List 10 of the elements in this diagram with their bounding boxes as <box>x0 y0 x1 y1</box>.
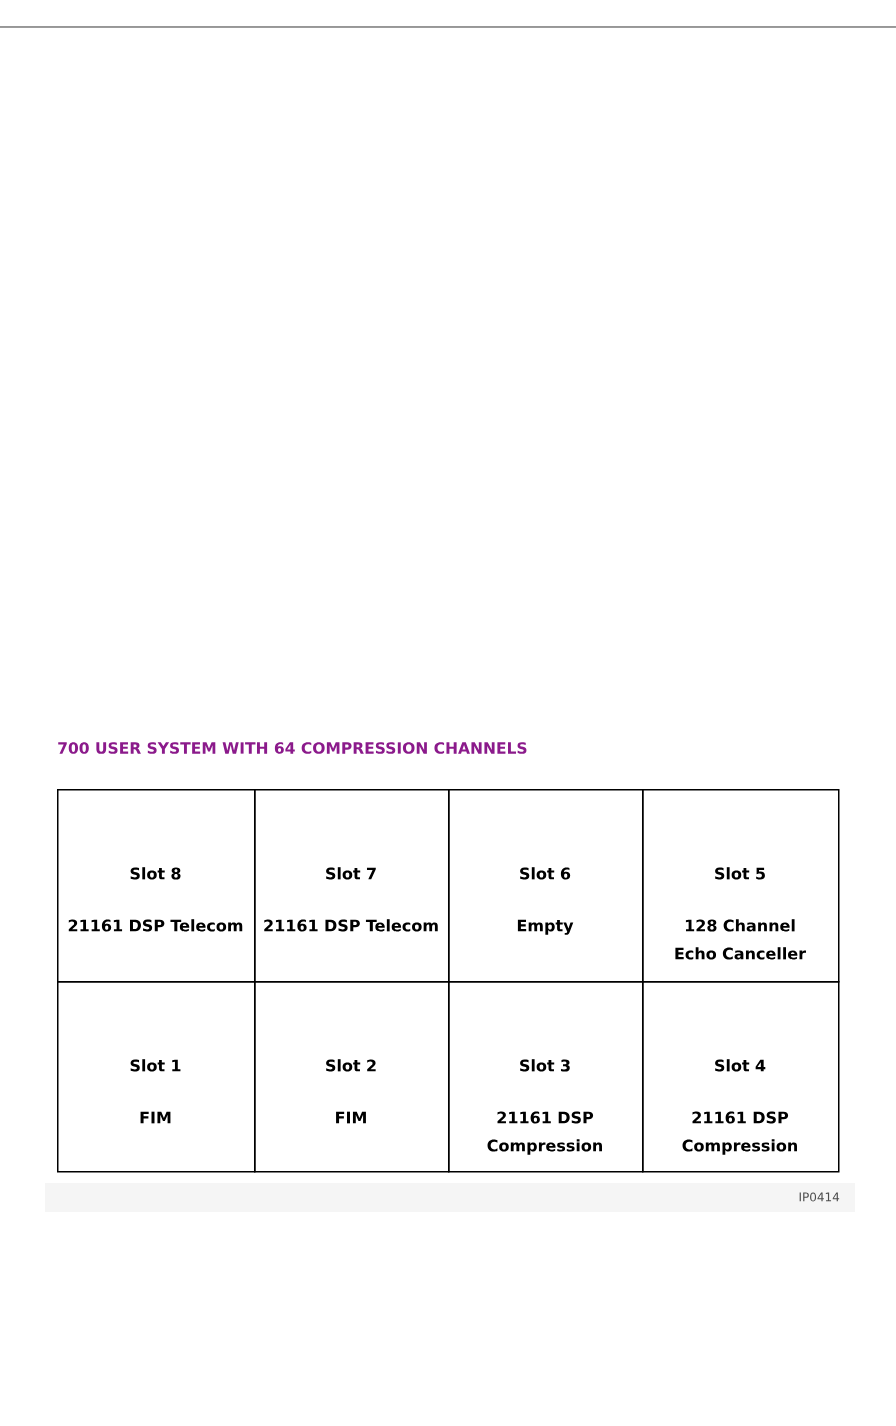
slot-cell: Slot 2 FIM <box>254 981 450 1173</box>
slot-cell: Slot 5 128 Channel Echo Canceller <box>642 789 840 983</box>
slot-cell: Slot 7 21161 DSP Telecom <box>254 789 450 983</box>
slot-cell: Slot 1 FIM <box>57 981 256 1173</box>
title: 700 USER SYSTEM WITH 64 COMPRESSION CHANNELS <box>58 742 527 754</box>
figure-id: IP0414 <box>799 1192 840 1202</box>
slot-cell: Slot 8 21161 DSP Telecom <box>57 789 256 983</box>
slot-cell: Slot 3 21161 DSP Compression <box>448 981 644 1173</box>
slot-cell: Slot 4 21161 DSP Compression <box>642 981 840 1173</box>
slot-cell: Slot 6 Empty <box>448 789 644 983</box>
